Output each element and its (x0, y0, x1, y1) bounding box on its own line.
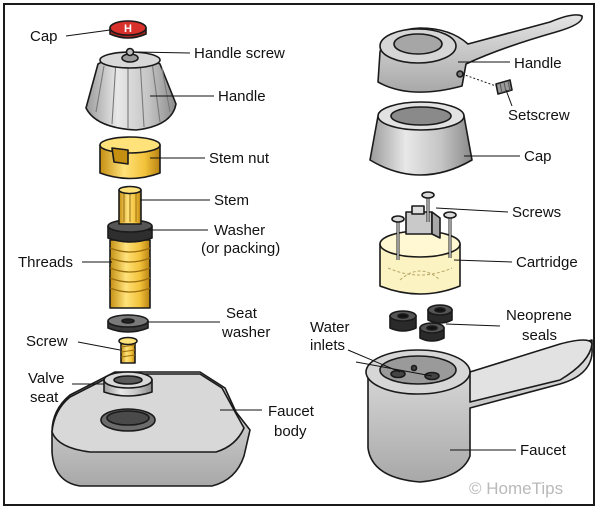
seat-screw-part (118, 336, 138, 364)
label-threads: Threads (18, 254, 73, 271)
faucet-body-part (51, 371, 251, 487)
cartridge-faucet (365, 14, 593, 483)
label-water-inlets-2: inlets (310, 337, 345, 354)
stem-part (107, 185, 153, 309)
label-screws: Screws (512, 204, 561, 221)
label-valve-seat-2: seat (30, 389, 59, 406)
label-screw: Screw (26, 333, 68, 350)
label-seat-washer-1: Seat (226, 305, 258, 322)
red-cap-part: H (109, 20, 147, 39)
label-cap-left: Cap (30, 28, 58, 45)
label-faucet-body-2: body (274, 423, 307, 440)
lever-handle-part (377, 14, 583, 93)
valve-seat-part (103, 371, 153, 397)
neoprene-seals-part (389, 304, 453, 342)
label-valve-seat-1: Valve (28, 370, 64, 387)
label-cartridge: Cartridge (516, 254, 578, 271)
label-handle-screw: Handle screw (194, 45, 285, 62)
label-setscrew: Setscrew (508, 107, 570, 124)
cartridge-part (379, 205, 461, 295)
compression-faucet: H (51, 20, 251, 487)
label-neoprene-seals-2: seals (522, 327, 557, 344)
label-handle-left: Handle (218, 88, 266, 105)
label-handle-right: Handle (514, 55, 562, 72)
cap-letter: H (124, 23, 132, 35)
leader-lines (65, 29, 520, 451)
seat-washer-part (107, 314, 149, 333)
part-labels: Cap Handle screw Handle Stem nut Stem Wa… (18, 28, 578, 498)
stem-nut-part (99, 136, 161, 180)
label-faucet: Faucet (520, 442, 567, 459)
setscrew-part (461, 73, 513, 95)
handle-part (85, 47, 177, 131)
label-water-inlets-1: Water (310, 319, 349, 336)
cap-right-part (369, 101, 473, 176)
label-cap-right: Cap (524, 148, 552, 165)
label-neoprene-seals-1: Neoprene (506, 307, 572, 324)
label-washer-1: Washer (214, 222, 265, 239)
screws-part (391, 191, 457, 260)
label-stem-nut: Stem nut (209, 150, 270, 167)
label-stem: Stem (214, 192, 249, 209)
watermark: © HomeTips (469, 479, 563, 498)
faucet-part (365, 339, 593, 483)
label-faucet-body-1: Faucet (268, 403, 315, 420)
label-seat-washer-2: washer (221, 324, 270, 341)
label-washer-2: (or packing) (201, 240, 280, 257)
